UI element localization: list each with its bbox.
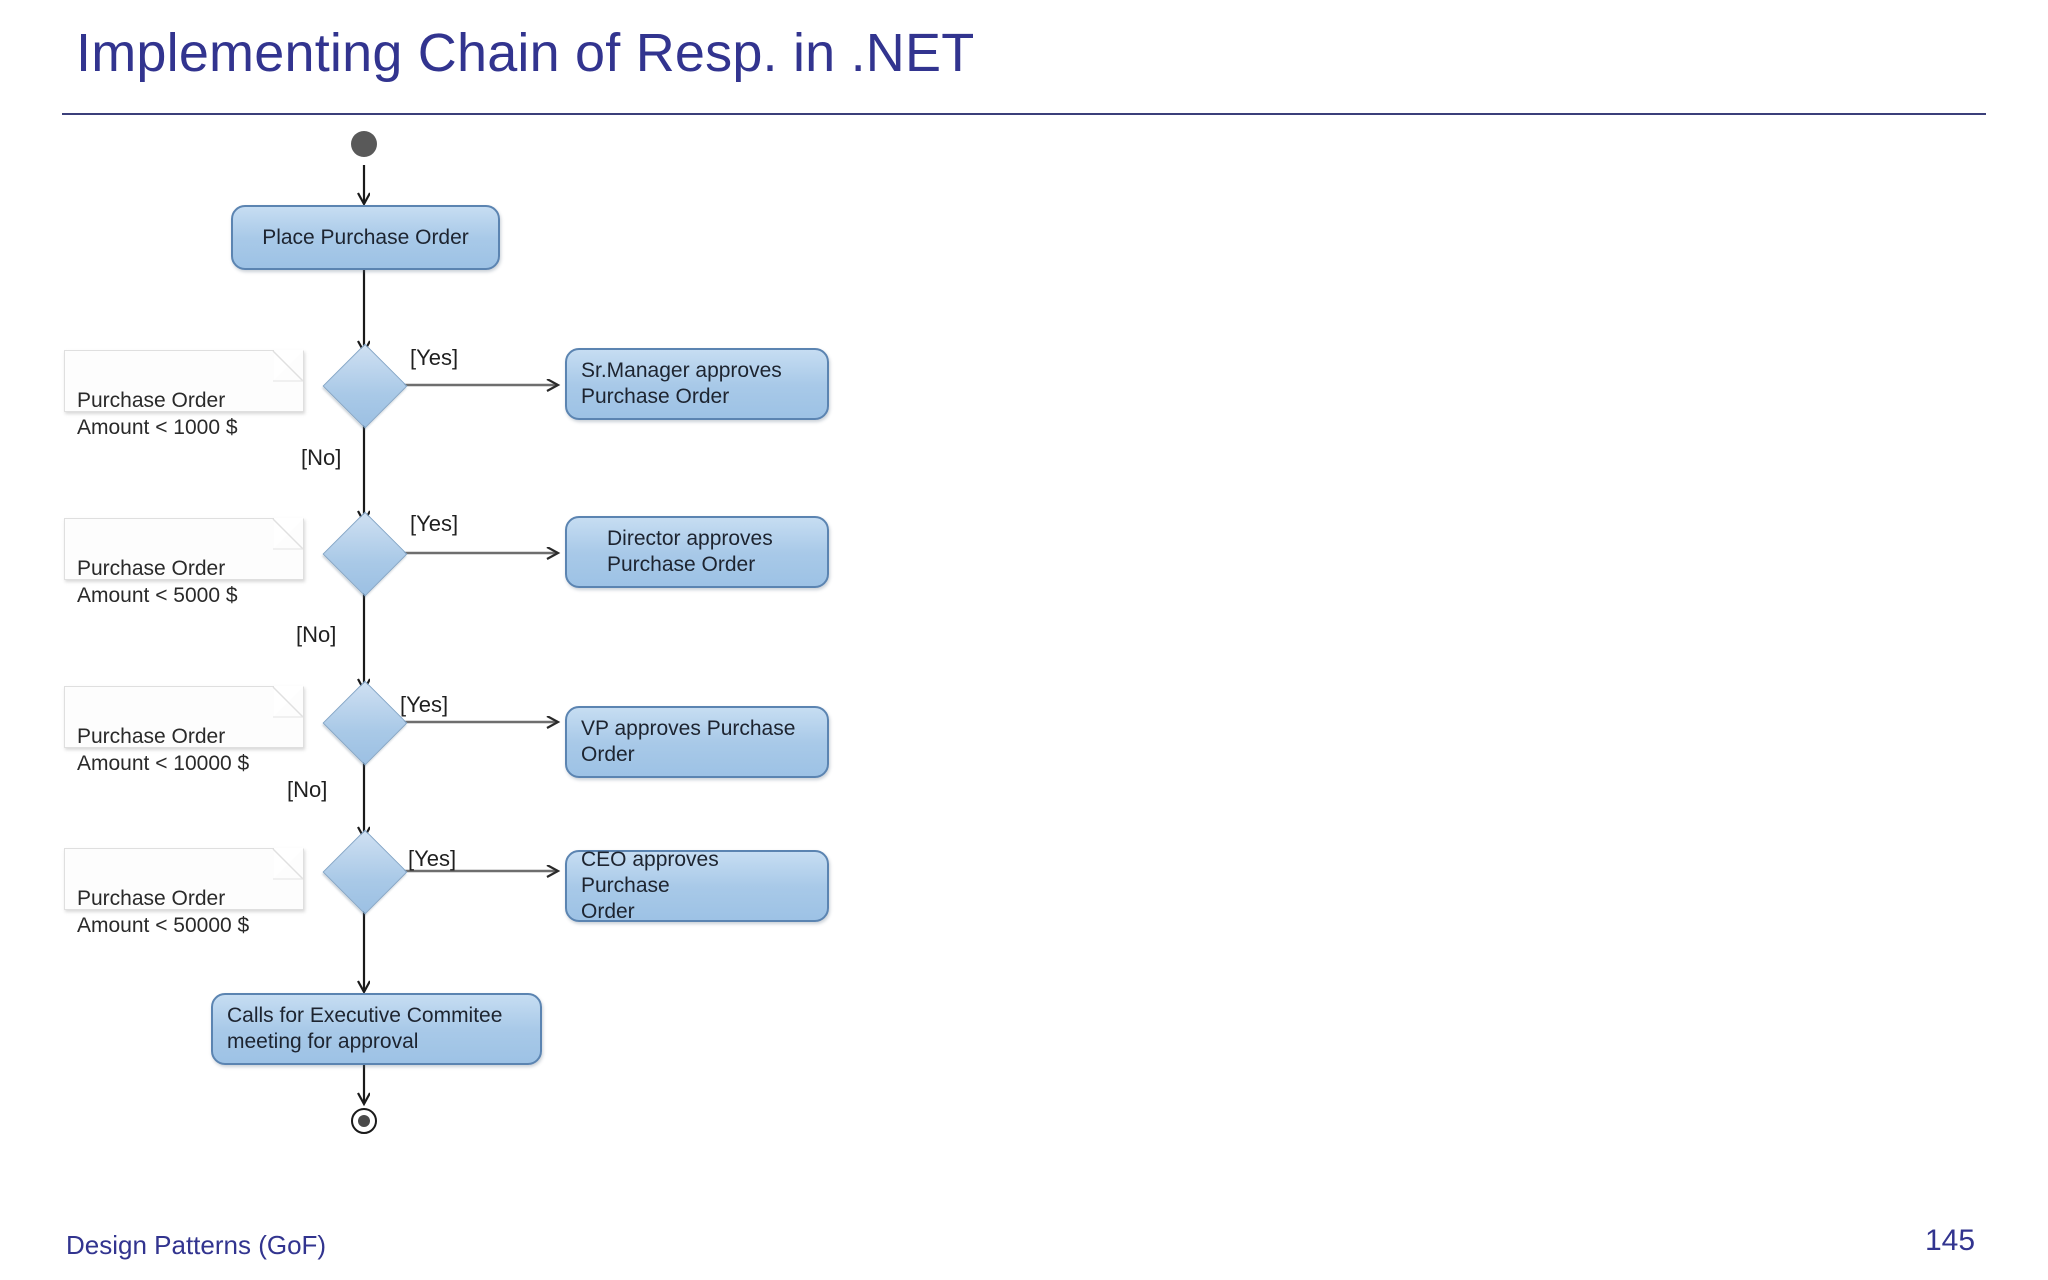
edge-label-no-1: [No]: [301, 445, 342, 470]
note-fold-icon: [274, 686, 304, 716]
edge-label-yes-4: [Yes]: [408, 846, 457, 871]
decision-amount-under-1000[interactable]: [322, 343, 408, 429]
activity-director-approves[interactable]: Director approves Purchase Order: [565, 516, 829, 588]
edge-label-no-3: [No]: [287, 777, 328, 802]
activity-place-purchase-order[interactable]: Place Purchase Order: [231, 205, 500, 270]
note-text: Purchase Order Amount < 50000 $: [77, 887, 250, 937]
end-node-inner-dot: [358, 1115, 370, 1127]
note-amount-under-50000: Purchase Order Amount < 50000 $: [64, 848, 304, 937]
note-fold-icon: [274, 350, 304, 380]
activity-sr-manager-approves[interactable]: Sr.Manager approves Purchase Order: [565, 348, 829, 420]
activity-ceo-approves[interactable]: CEO approves Purchase Order: [565, 848, 829, 923]
note-text: Purchase Order Amount < 1000 $: [77, 389, 238, 439]
end-node: [351, 1108, 377, 1134]
note-amount-under-5000: Purchase Order Amount < 5000 $: [64, 518, 304, 607]
start-node: [351, 131, 377, 157]
edge-label-yes-1: [Yes]: [410, 345, 459, 370]
edge-label-yes-2: [Yes]: [410, 511, 459, 536]
footer-deck-name: Design Patterns (GoF): [66, 1230, 327, 1260]
activity-vp-approves[interactable]: VP approves Purchase Order: [565, 706, 829, 778]
slide-page-number: 145: [1925, 1224, 1976, 1257]
edge-label-yes-3: [Yes]: [400, 692, 449, 717]
decision-amount-under-10000[interactable]: [322, 680, 408, 766]
page-title: Implementing Chain of Resp. in .NET: [76, 23, 975, 83]
note-amount-under-1000: Purchase Order Amount < 1000 $: [64, 350, 304, 439]
note-fold-icon: [274, 518, 304, 548]
title-divider: [62, 113, 1986, 115]
note-fold-icon: [274, 848, 304, 878]
decision-amount-under-50000[interactable]: [322, 829, 408, 915]
edge-label-no-2: [No]: [296, 622, 337, 647]
decision-amount-under-5000[interactable]: [322, 511, 408, 597]
note-text: Purchase Order Amount < 5000 $: [77, 557, 238, 607]
note-amount-under-10000: Purchase Order Amount < 10000 $: [64, 686, 304, 775]
activity-executive-committee[interactable]: Calls for Executive Commitee meeting for…: [211, 993, 542, 1065]
note-text: Purchase Order Amount < 10000 $: [77, 725, 250, 775]
